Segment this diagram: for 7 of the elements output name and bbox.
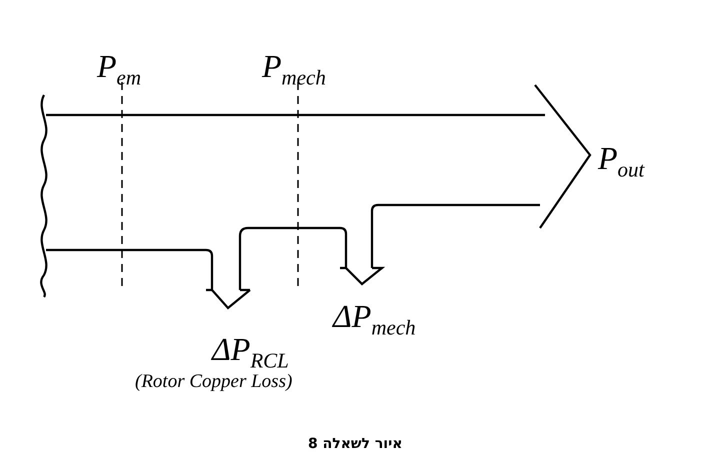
figure-caption: איור לשאלה 8 <box>308 436 402 452</box>
power-label: P$_{mech}$ <box>262 50 326 88</box>
power-label: P$_{em}$ <box>97 50 142 88</box>
loss-description: (Rotor Copper Loss) <box>135 372 292 391</box>
power-label: P$_{out}$ <box>598 142 644 180</box>
loss-label: ΔP$_{RCL}$ <box>212 333 289 372</box>
loss-label: ΔP$_{mech}$ <box>333 300 416 338</box>
